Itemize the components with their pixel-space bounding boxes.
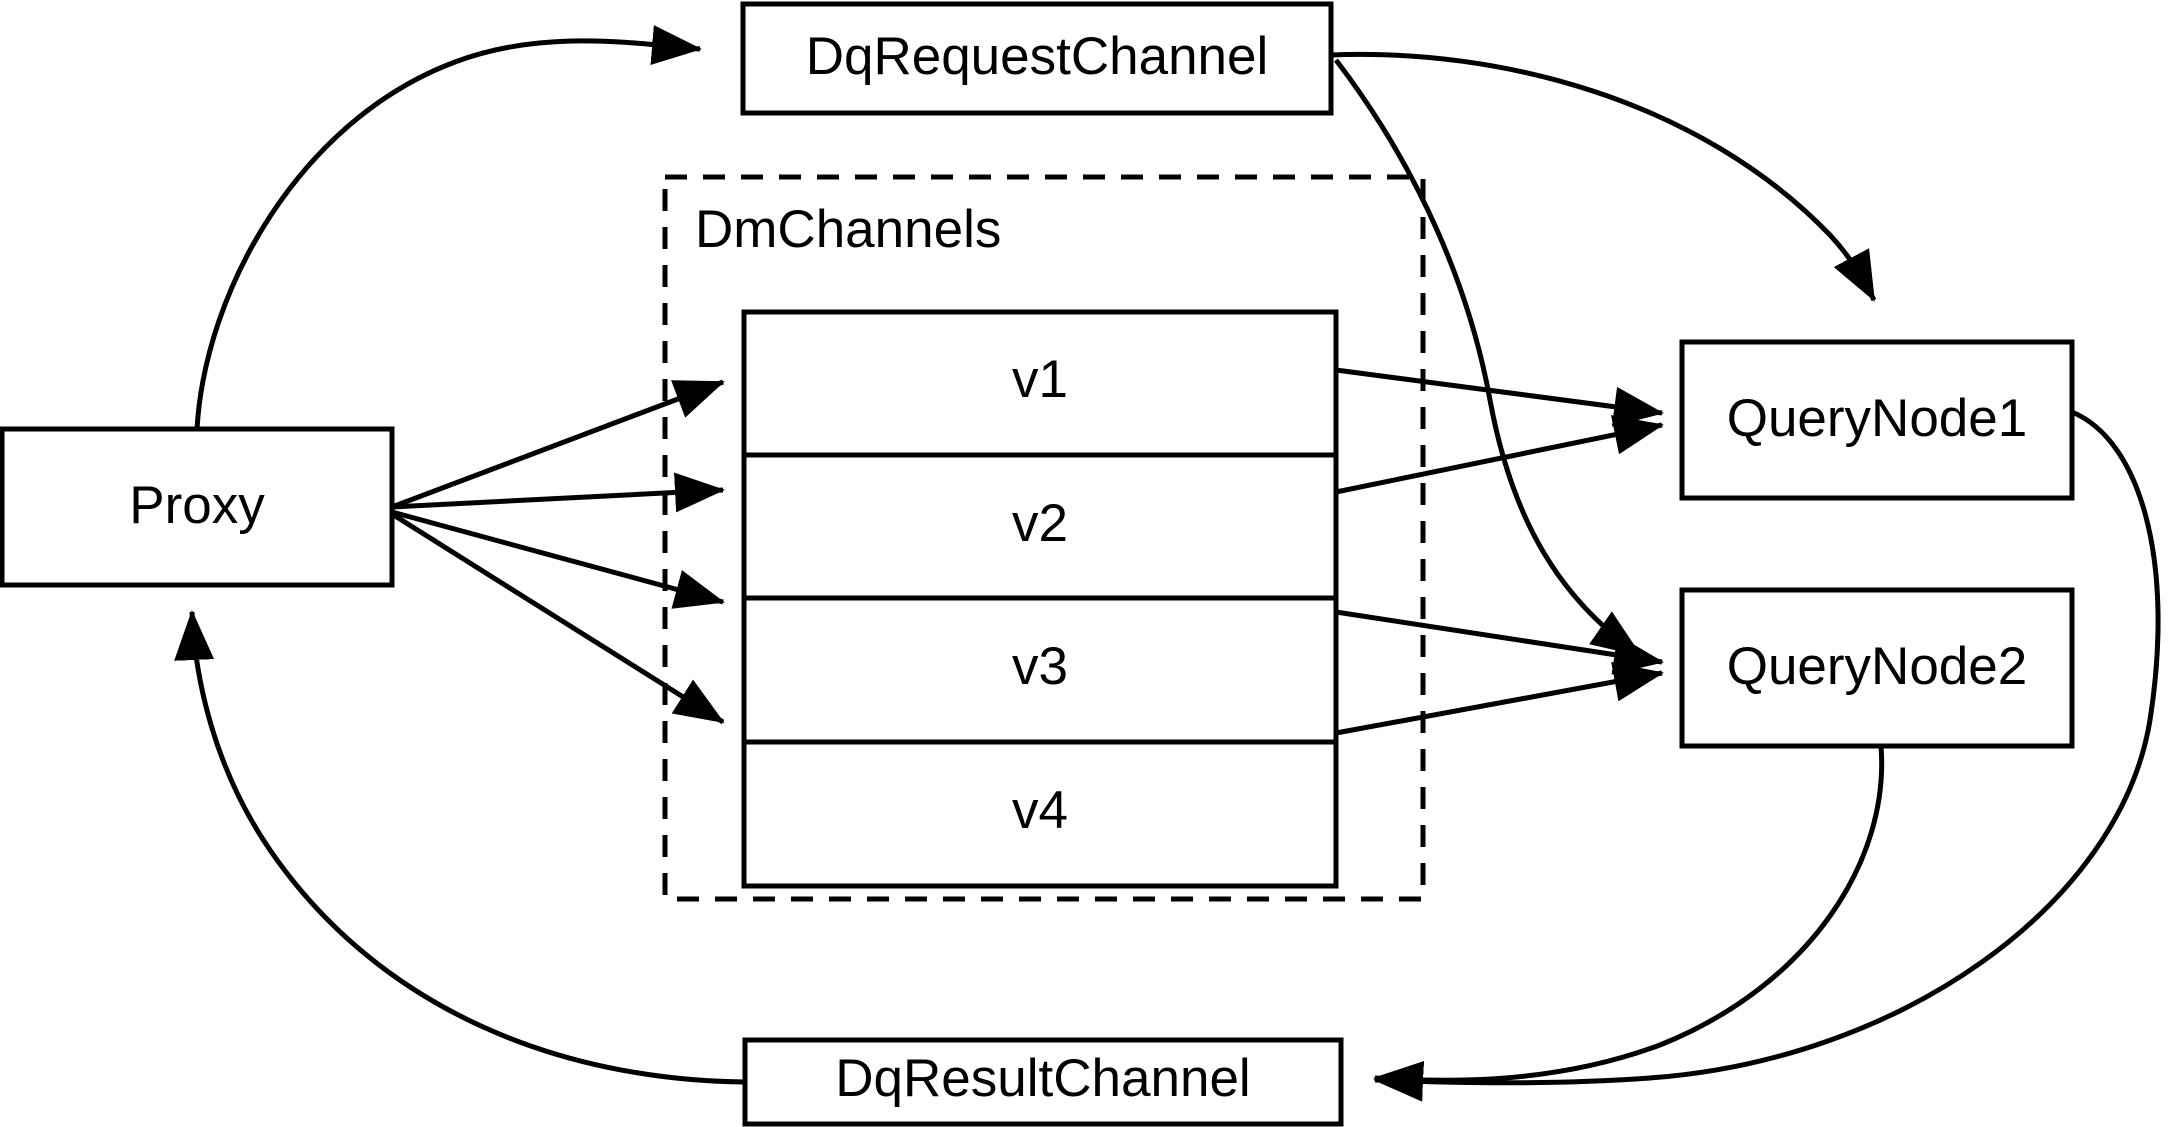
edge-v3-to-querynode2 (1335, 609, 1664, 675)
dq-result-channel-label: DqResultChannel (835, 1049, 1250, 1108)
edge-dqrequest-to-querynode1 (1330, 51, 1877, 302)
vchannel-row-v3-label: v3 (1012, 637, 1068, 696)
dq-request-channel-label: DqRequestChannel (806, 27, 1269, 86)
edge-querynode1-to-dqresult (1373, 409, 2161, 1102)
edge-proxy-to-v1 (391, 379, 725, 510)
edge-v2-to-querynode1 (1335, 415, 1664, 495)
node-query-node-2[interactable]: QueryNode2 (1679, 587, 2075, 749)
node-dq-result-channel[interactable]: DqResultChannel (742, 1037, 1344, 1127)
proxy-label: Proxy (129, 476, 265, 535)
node-dq-request-channel[interactable]: DqRequestChannel (740, 1, 1334, 116)
node-query-node-1[interactable]: QueryNode1 (1679, 339, 2075, 501)
edge-dqrequest-to-querynode2 (1334, 58, 1642, 658)
edge-querynode2-to-dqresult (1373, 745, 1885, 1101)
vchannel-row-v1-label: v1 (1012, 350, 1068, 409)
vchannel-row-v2-label: v2 (1012, 494, 1068, 553)
edge-proxy-to-v2 (391, 472, 725, 513)
dq-request-channel-box[interactable] (740, 1, 1334, 116)
vchannel-stack: v1 v2 v3 v4 (741, 309, 1339, 889)
query-node-1-box[interactable] (1679, 339, 2075, 501)
edge-dqresult-to-proxy (174, 610, 746, 1085)
edge-proxy-to-v4 (390, 511, 725, 725)
query-node-2-label: QueryNode2 (1727, 637, 2028, 696)
query-node-2-box[interactable] (1679, 587, 2075, 749)
dmchannels-group (662, 174, 1426, 902)
dmchannels-group-label: DmChannels (695, 200, 1001, 259)
query-node-1-label: QueryNode1 (1727, 389, 2028, 448)
edge-v4-to-querynode2 (1335, 662, 1664, 736)
edge-v1-to-querynode1 (1335, 367, 1664, 427)
edge-proxy-to-dqrequest (194, 25, 702, 430)
edge-proxy-to-v3 (391, 509, 725, 609)
dq-result-channel-box[interactable] (742, 1037, 1344, 1127)
node-proxy[interactable]: Proxy (0, 426, 395, 588)
proxy-box[interactable] (0, 426, 395, 588)
vchannel-row-v4-label: v4 (1012, 781, 1068, 840)
